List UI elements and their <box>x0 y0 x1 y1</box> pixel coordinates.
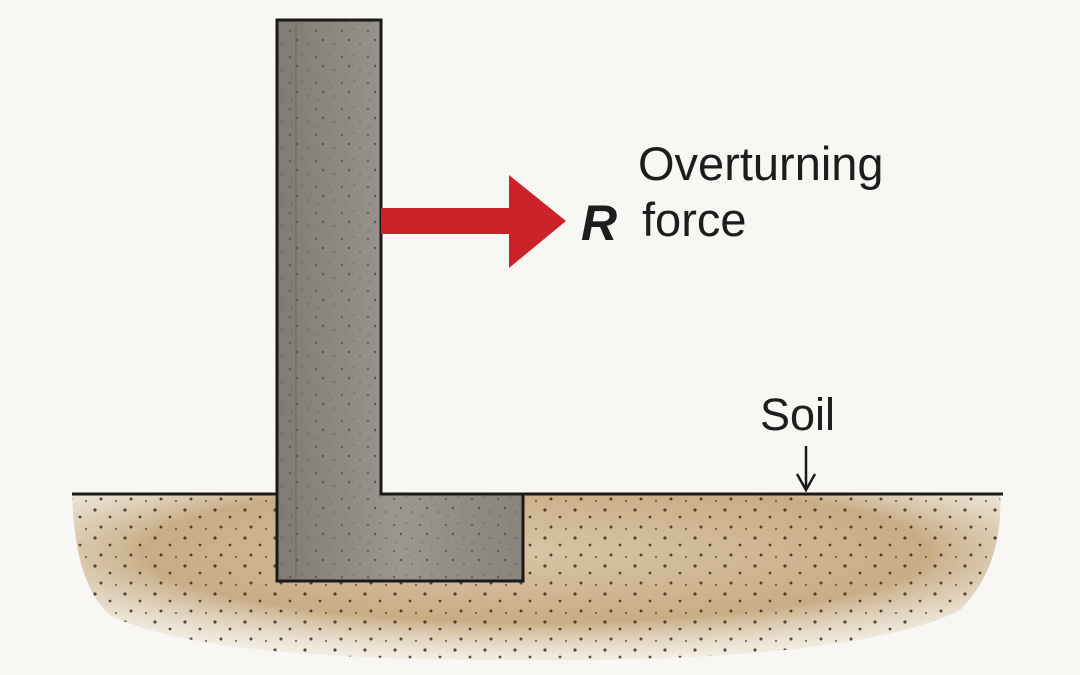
retaining-wall <box>275 18 525 583</box>
down-arrow-icon <box>795 446 817 493</box>
overturning-label: Overturning <box>638 137 884 190</box>
right-arrow-icon <box>381 175 566 268</box>
force-symbol-label: R <box>581 195 618 251</box>
soil-mass <box>72 494 1001 661</box>
force-label: force <box>642 193 747 246</box>
soil-label: Soil <box>760 389 836 440</box>
